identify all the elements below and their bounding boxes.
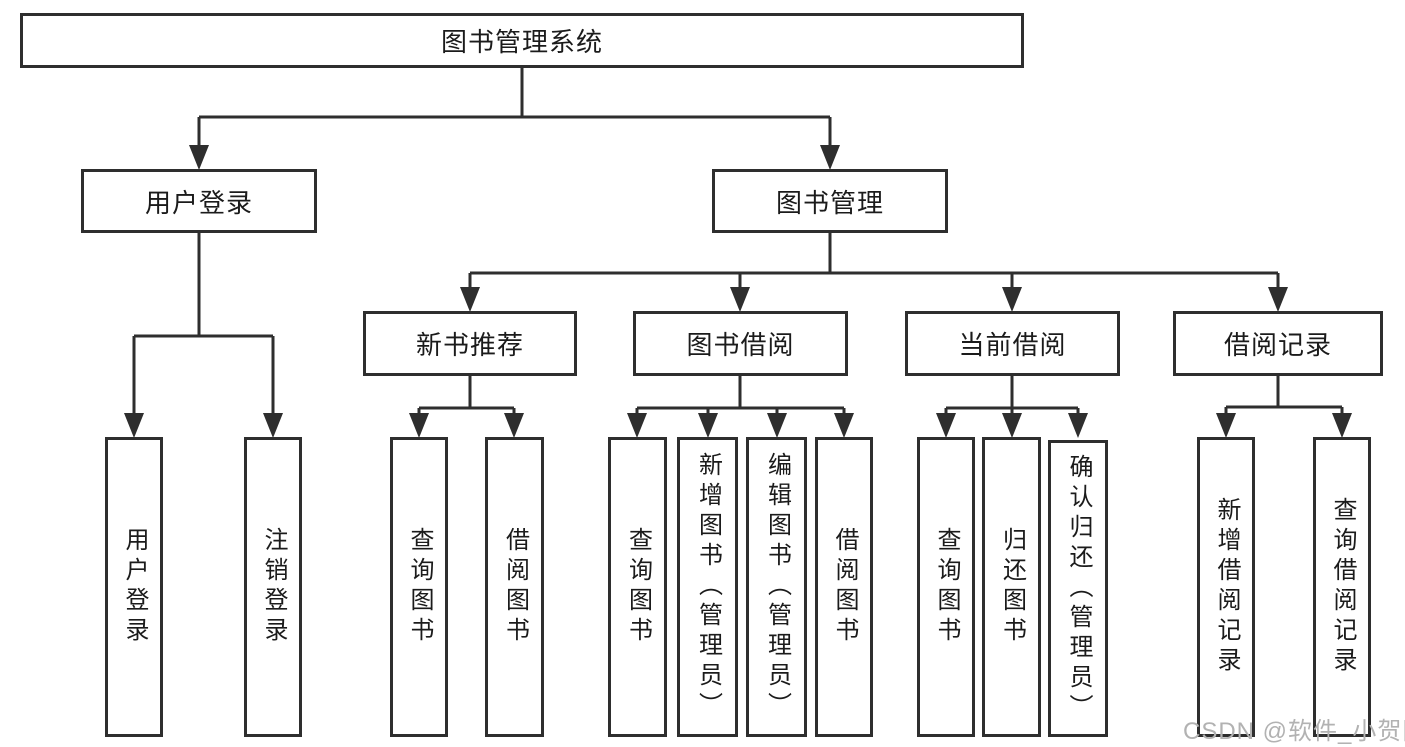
node-leaf-cb-return-books: 归还图书 <box>982 437 1041 737</box>
node-leaf-bb-borrow-books: 借阅图书 <box>815 437 873 737</box>
node-leaf-bb-edit-books: 编辑图书（管理员） <box>746 437 807 737</box>
node-leaf-cb-query-books: 查询图书 <box>917 437 975 737</box>
node-label: 当前借阅 <box>958 330 1067 360</box>
node-label: 图书管理 <box>775 187 884 218</box>
node-label: 查询图书 <box>624 527 652 647</box>
node-user-login: 用户登录 <box>81 169 317 233</box>
node-label: 借阅记录 <box>1223 330 1332 360</box>
node-label: 图书借阅 <box>686 330 795 360</box>
node-label: 确认归还（管理员） <box>1065 453 1092 724</box>
node-leaf-nb-borrow-books: 借阅图书 <box>485 437 544 737</box>
node-book-management: 图书管理 <box>712 169 948 233</box>
node-label: 借阅图书 <box>501 527 529 647</box>
node-label: 查询图书 <box>406 527 433 647</box>
node-label: 新书推荐 <box>415 330 524 360</box>
node-label: 新增图书（管理员） <box>694 452 722 722</box>
arrowhead-icons <box>124 145 1352 438</box>
node-library-system: 图书管理系统 <box>20 13 1024 68</box>
node-borrowing-records: 借阅记录 <box>1173 311 1383 376</box>
node-leaf-cb-confirm-return: 确认归还（管理员） <box>1048 440 1108 737</box>
node-label: 归还图书 <box>998 527 1026 647</box>
node-label: 借阅图书 <box>831 527 858 647</box>
node-leaf-br-add-record: 新增借阅记录 <box>1197 437 1255 737</box>
node-leaf-bb-query-books: 查询图书 <box>608 437 667 737</box>
node-label: 新增借阅记录 <box>1213 497 1240 677</box>
node-leaf-bb-add-books: 新增图书（管理员） <box>677 437 738 737</box>
node-label: 编辑图书（管理员） <box>763 452 791 722</box>
node-label: 用户登录 <box>121 527 148 647</box>
node-label: 图书管理系统 <box>440 27 603 57</box>
node-leaf-logout: 注销登录 <box>244 437 302 737</box>
node-book-borrowing: 图书借阅 <box>633 311 848 376</box>
node-label: 用户登录 <box>144 187 253 218</box>
node-leaf-nb-query-books: 查询图书 <box>390 437 448 737</box>
node-leaf-br-query-record: 查询借阅记录 <box>1313 437 1371 737</box>
node-leaf-user-login: 用户登录 <box>105 437 163 737</box>
csdn-watermark: CSDN @软件_小贺同学 <box>1183 718 1405 745</box>
node-current-borrowing: 当前借阅 <box>905 311 1120 376</box>
node-label: 查询借阅记录 <box>1329 497 1356 677</box>
node-label: 查询图书 <box>933 527 960 647</box>
node-new-book-recommend: 新书推荐 <box>363 311 577 376</box>
node-label: 注销登录 <box>260 527 287 647</box>
